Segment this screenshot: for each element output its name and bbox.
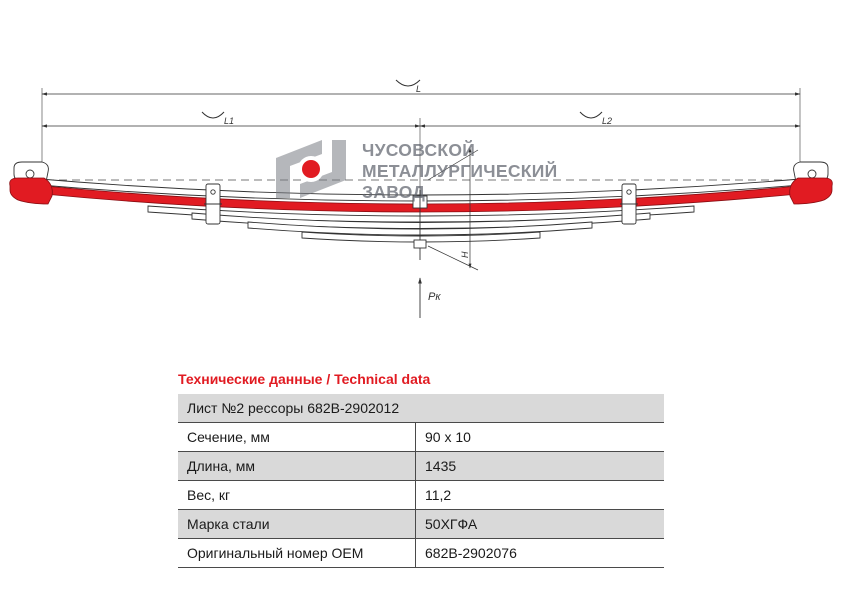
extension-lines — [41, 88, 801, 200]
table-cell-label: Сечение, мм — [178, 422, 416, 452]
dimension-right: L2 — [419, 111, 801, 128]
table-cell-label: Марка стали — [178, 509, 416, 539]
right-clamp — [620, 183, 638, 225]
table-header-row: Лист №2 рессоры 682В-2902012 — [178, 394, 664, 423]
dimension-left-label: L1 — [224, 116, 234, 126]
leaf-2-right-wrapper — [789, 177, 833, 205]
height-dimension — [427, 147, 479, 271]
logo-line-2: МЕТАЛЛУРГИЧЕСКИЙ — [362, 161, 558, 181]
table-row: Марка стали 50ХГФА — [178, 509, 664, 539]
table-cell-label: Оригинальный номер OEM — [178, 538, 416, 568]
table-row: Длина, мм 1435 — [178, 451, 664, 481]
leaf-2-left-wrapper — [9, 177, 53, 205]
table-row: Вес, кг 11,2 — [178, 480, 664, 510]
logo-mark-icon — [276, 140, 346, 198]
table-cell-value: 1435 — [415, 451, 664, 481]
dimension-total: L — [41, 79, 801, 96]
table-header-cell: Лист №2 рессоры 682В-2902012 — [178, 394, 664, 423]
technical-data-table: Лист №2 рессоры 682В-2902012 Сечение, мм… — [178, 394, 664, 568]
table-cell-value: 90 x 10 — [415, 422, 664, 452]
dimension-left: L1 — [41, 111, 421, 128]
technical-data-title: Технические данные / Technical data — [178, 371, 431, 387]
table-cell-value: 50ХГФА — [415, 509, 664, 539]
center-bolt — [412, 190, 428, 260]
table-cell-label: Длина, мм — [178, 451, 416, 481]
table-row: Оригинальный номер OEM 682В-2902076 — [178, 538, 664, 568]
force-label: Pк — [428, 291, 441, 303]
dimension-total-label: L — [416, 84, 421, 94]
company-logo: ЧУСОВСКОЙ МЕТАЛЛУРГИЧЕСКИЙ ЗАВОД — [276, 140, 576, 203]
leaf-spring-drawing: L L1 L2 — [9, 79, 833, 318]
logo-text: ЧУСОВСКОЙ МЕТАЛЛУРГИЧЕСКИЙ ЗАВОД — [362, 140, 558, 203]
table-row: Сечение, мм 90 x 10 — [178, 422, 664, 452]
logo-line-3: ЗАВОД — [362, 182, 426, 202]
table-cell-label: Вес, кг — [178, 480, 416, 510]
left-clamp — [204, 183, 222, 225]
logo-line-1: ЧУСОВСКОЙ — [362, 140, 476, 160]
table-cell-value: 682В-2902076 — [415, 538, 664, 568]
right-eye — [793, 161, 829, 183]
dimension-right-label: L2 — [602, 116, 612, 126]
height-label: H — [460, 251, 470, 258]
lower-leaves — [147, 205, 695, 243]
table-cell-value: 11,2 — [415, 480, 664, 510]
